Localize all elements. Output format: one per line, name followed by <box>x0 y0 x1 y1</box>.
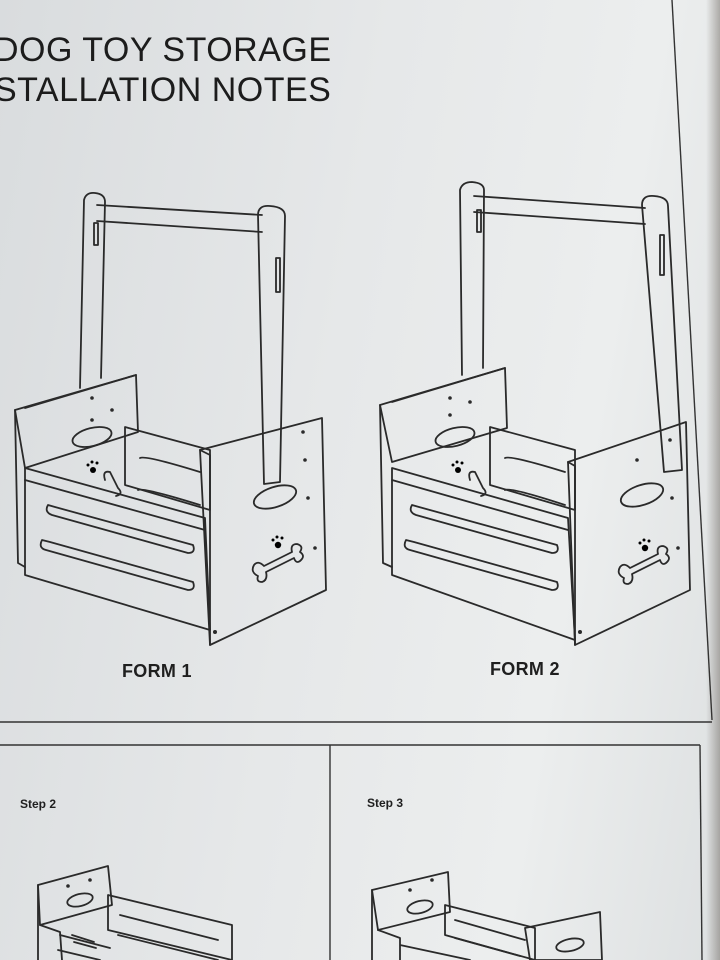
step-3-inner-panel <box>444 904 536 960</box>
form-1-front-slot-lower <box>39 539 195 591</box>
paw-icon <box>271 535 284 549</box>
form-1-top-bar <box>96 204 263 233</box>
form-2-hook-right-icon <box>659 234 665 276</box>
form-2-inner-panel <box>489 426 576 511</box>
step-3-label: Step 3 <box>367 796 404 810</box>
form-2-left-handle <box>434 426 476 448</box>
form-1-right-handle <box>252 484 298 510</box>
paw-icon <box>86 460 99 473</box>
page-edge-shadow <box>706 0 720 960</box>
step-2-label: Step 2 <box>20 797 57 811</box>
form-2-front-post <box>641 195 683 473</box>
form-1-left-panel-edge <box>14 409 26 568</box>
form-1-label: FORM 1 <box>122 661 192 681</box>
form-2-left-panel-top <box>379 367 508 463</box>
form-2-right-panel <box>567 421 691 646</box>
form-2-label: FORM 2 <box>490 659 560 679</box>
form-2-front-slot-upper <box>409 504 559 554</box>
form-2-hook-left-icon <box>476 209 482 233</box>
form-1-left-panel-top <box>14 374 139 469</box>
bone-icon <box>103 470 122 497</box>
form-2-top-bar <box>473 195 646 225</box>
form-2-front-panel <box>391 467 576 641</box>
step-2-left-panel <box>37 865 113 926</box>
paw-icon <box>638 538 651 552</box>
form-1-left-panel-rim <box>24 374 137 409</box>
form-1-back-post <box>79 191 106 389</box>
form-1-illustration <box>14 191 327 646</box>
form-2-front-slot-lower <box>403 539 559 591</box>
page-title: DOG TOY STORAGE STALLATION NOTES <box>0 30 332 110</box>
form-1-front-post <box>257 205 286 485</box>
title-line-2: STALLATION NOTES <box>0 71 332 109</box>
form-1-hook-right-icon <box>275 257 281 293</box>
bone-icon <box>468 470 487 497</box>
form-1-hook-left-icon <box>93 222 99 246</box>
bone-icon <box>251 543 304 583</box>
step-3-left-panel <box>371 871 451 931</box>
form-1-front-slot-upper <box>45 504 195 554</box>
form-2-right-handle <box>619 482 665 508</box>
form-1-front-panel <box>24 467 211 631</box>
form-2-illustration <box>379 181 691 646</box>
form-1-inner-slots <box>137 456 201 506</box>
bone-icon <box>617 545 670 585</box>
step-2-illustration <box>37 865 233 960</box>
steps-right-border <box>699 744 703 960</box>
form-2-back-post <box>459 181 485 376</box>
form-1-inner-panel <box>124 426 211 511</box>
title-line-1: DOG TOY STORAGE <box>0 31 332 69</box>
step-3-illustration <box>371 871 603 960</box>
paw-icon <box>451 460 464 473</box>
form-1-left-handle <box>71 426 113 448</box>
step-3-right-panel <box>524 911 603 960</box>
top-section-right-border <box>671 0 713 721</box>
step-2-inner-panel <box>107 894 233 960</box>
